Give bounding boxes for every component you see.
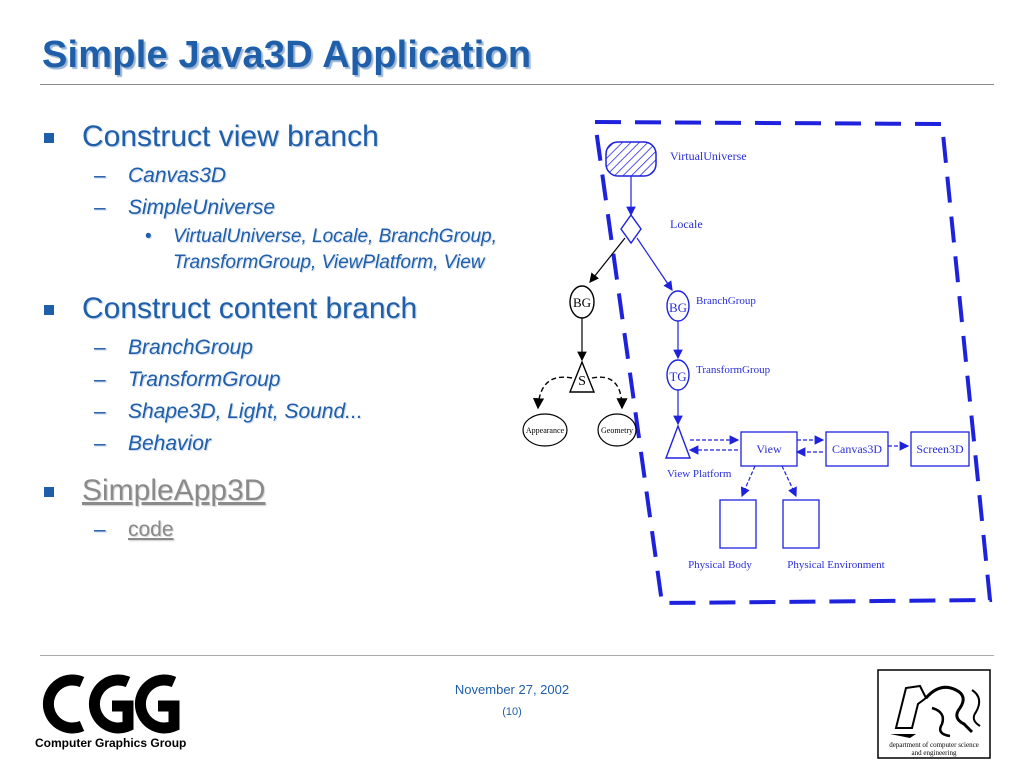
sub-bullet-canvas3d: – Canvas3D: [42, 160, 562, 192]
physical-environment-node: [782, 499, 820, 549]
code-link[interactable]: code: [128, 518, 174, 541]
bg-right-label: BG: [669, 300, 687, 315]
screen3d-node: [910, 431, 970, 467]
geometry-label: Geometry: [601, 426, 633, 435]
sub-sub-bullet-text: VirtualUniverse, Locale, BranchGroup, Tr…: [173, 226, 497, 273]
bullet-content-branch: Construct content branch: [42, 290, 562, 328]
sub-sub-bullet-classes: • VirtualUniverse, Locale, BranchGroup, …: [42, 224, 533, 276]
dot-bullet-icon: •: [145, 226, 152, 247]
physical-body-node: [719, 499, 757, 549]
dash-bullet-icon: –: [94, 368, 106, 391]
footer-divider: [40, 655, 994, 656]
bullet-text: Construct view branch: [82, 120, 379, 153]
view-platform-label: View Platform: [667, 468, 732, 480]
footer-date: November 27, 2002: [454, 682, 570, 697]
sub-bullet-text: Canvas3D: [128, 164, 227, 187]
simpleapp3d-link[interactable]: SimpleApp3D: [82, 474, 266, 507]
virtual-universe-label: VirtualUniverse: [670, 149, 747, 163]
physical-body-label: Physical Body: [688, 559, 752, 571]
bullet-list: Construct view branch – Canvas3D – Simpl…: [42, 118, 562, 546]
canvas3d-label: Canvas3D: [832, 442, 882, 456]
department-caption-line1: department of computer science: [889, 741, 979, 749]
bullet-simpleapp3d: SimpleApp3D: [42, 472, 562, 510]
shape3d-node: [568, 360, 596, 393]
page-number: (10): [502, 706, 522, 718]
logo-caption: Computer Graphics Group: [35, 736, 187, 750]
appearance-label: Appearance: [526, 426, 565, 435]
dash-bullet-icon: –: [94, 432, 106, 455]
dash-bullet-icon: –: [94, 196, 106, 219]
bullet-view-branch: Construct view branch: [42, 118, 562, 156]
department-caption-line2: and engineering: [911, 749, 957, 757]
canvas3d-node: [825, 431, 889, 467]
sub-bullet-text: BranchGroup: [128, 336, 253, 359]
bg-left-label: BG: [573, 295, 591, 310]
dash-bullet-icon: –: [94, 400, 106, 423]
view-label: View: [756, 442, 782, 456]
locale-node: [620, 213, 642, 245]
sub-bullet-text: TransformGroup: [128, 368, 281, 391]
dash-bullet-icon: –: [94, 164, 106, 187]
view-node: [740, 431, 798, 467]
view-platform-node: [664, 424, 692, 459]
shape3d-label: S: [578, 374, 586, 389]
square-bullet-icon: [44, 133, 54, 143]
virtual-universe-node: [605, 141, 657, 177]
appearance-node: [522, 413, 568, 447]
slide-title: Simple Java3D Application: [42, 34, 532, 76]
dash-bullet-icon: –: [94, 336, 106, 359]
view-branch-boundary: [592, 119, 993, 606]
sub-bullet-behavior: – Behavior: [42, 428, 562, 460]
screen3d-label: Screen3D: [916, 442, 964, 456]
tg-label: TG: [669, 369, 686, 384]
scene-graph-diagram: VirtualUniverse Locale BG S Appearance G…: [522, 119, 993, 606]
sub-bullet-text: Shape3D, Light, Sound...: [128, 400, 363, 423]
department-lion-logo-icon: [877, 669, 991, 759]
sub-bullet-shape3d: – Shape3D, Light, Sound...: [42, 396, 562, 428]
sub-bullet-text: Behavior: [128, 432, 211, 455]
dash-bullet-icon: –: [94, 518, 106, 541]
cgg-logo-icon: [42, 674, 180, 734]
sub-bullet-branchgroup: – BranchGroup: [42, 332, 562, 364]
sub-bullet-text: SimpleUniverse: [128, 196, 276, 219]
transformgroup-label: TransformGroup: [696, 364, 771, 376]
bullet-text: Construct content branch: [82, 292, 418, 325]
title-divider: [40, 84, 994, 85]
geometry-node: [597, 413, 637, 447]
branchgroup-label: BranchGroup: [696, 295, 756, 307]
sub-bullet-transformgroup: – TransformGroup: [42, 364, 562, 396]
square-bullet-icon: [44, 305, 54, 315]
square-bullet-icon: [44, 487, 54, 497]
sub-bullet-simpleuniverse: – SimpleUniverse: [42, 192, 562, 224]
department-caption: department of computer science and engin…: [878, 741, 990, 757]
sub-bullet-code: – code: [42, 514, 562, 546]
locale-label: Locale: [670, 217, 703, 231]
physical-environment-label: Physical Environment: [787, 559, 884, 571]
